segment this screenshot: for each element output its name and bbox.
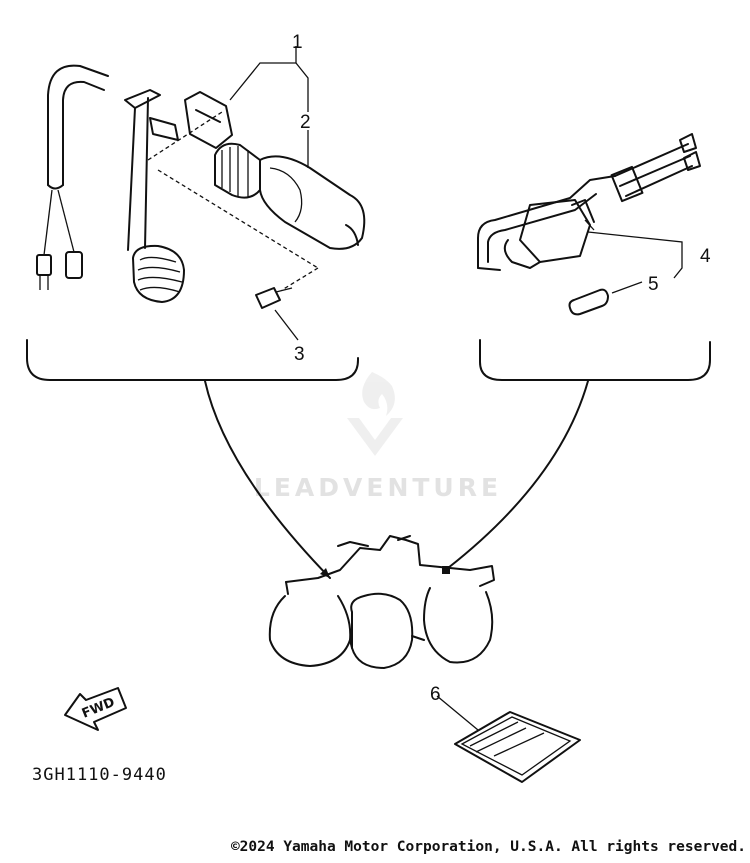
callout-2: 2	[300, 112, 311, 133]
right-location-line	[447, 380, 589, 569]
callout-1: 1	[292, 32, 303, 53]
callout-3: 3	[294, 344, 305, 365]
left-assembly	[36, 46, 366, 341]
copyright-text: ©2024 Yamaha Motor Corporation, U.S.A. A…	[231, 839, 746, 855]
callout-4: 4	[700, 246, 711, 267]
fwd-arrow-icon: FWD	[64, 687, 127, 731]
callout-6: 6	[430, 684, 441, 705]
label-sticker	[436, 695, 581, 783]
watermark-text: LEADVENTURE	[254, 473, 502, 502]
right-group-bracket	[479, 339, 711, 381]
left-location-line	[204, 380, 331, 579]
left-group-bracket	[26, 339, 359, 381]
watermark-logo	[347, 372, 403, 456]
callout-5: 5	[648, 274, 659, 295]
right-assembly	[477, 133, 701, 316]
part-code: 3GH1110-9440	[32, 765, 167, 785]
atv-silhouette	[268, 535, 495, 669]
